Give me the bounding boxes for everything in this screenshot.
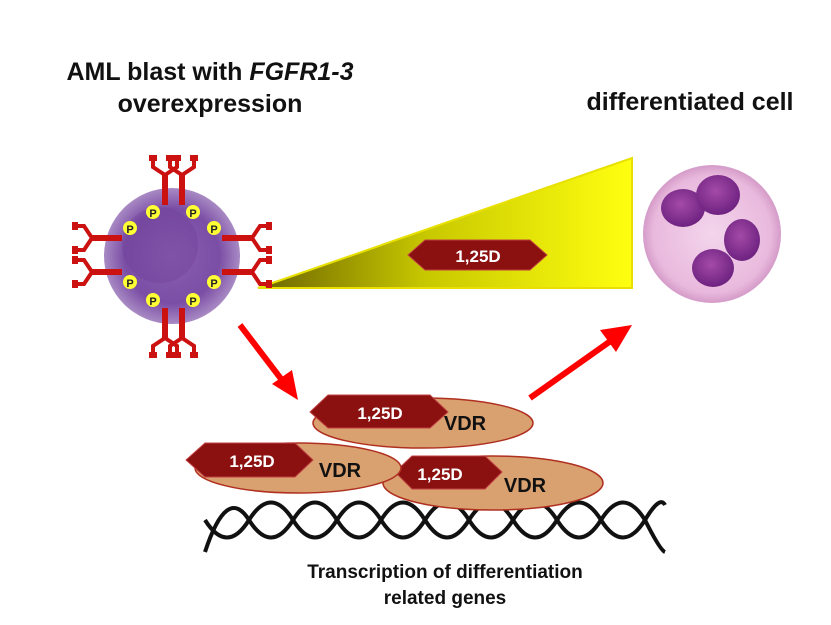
svg-text:P: P [210, 224, 217, 236]
caption-line2: related genes [383, 588, 507, 609]
phospho-tag-6: P [123, 275, 137, 290]
transcription-caption: Transcription of differentiation related… [255, 560, 635, 612]
vdr-complex-2: VDR 1,25D [185, 442, 402, 494]
svg-text:P: P [149, 296, 156, 308]
down-arrow [237, 323, 298, 400]
up-arrow [528, 325, 632, 401]
gradient-hormone-badge: 1,25D [407, 239, 548, 271]
svg-text:P: P [126, 278, 133, 290]
differentiated-cell-label: differentiated cell [586, 88, 794, 116]
aml-blast-label-prefix: AML blast with [66, 58, 250, 86]
phospho-tag-3: P [146, 293, 160, 308]
fgfr-gene-name: FGFR1-3 [249, 58, 354, 86]
phospho-tag-4: P [186, 293, 200, 308]
caption-line1: Transcription of differentiation [307, 562, 583, 583]
receptor-label: VDR [319, 460, 362, 482]
aml-blast-label: AML blast with FGFR1-3 overexpression [20, 56, 400, 120]
receptor-label: VDR [504, 475, 547, 497]
vdr-complex-1: VDR 1,25D [309, 394, 534, 449]
svg-text:P: P [126, 224, 133, 236]
svg-text:P: P [189, 208, 196, 220]
svg-text:P: P [189, 296, 196, 308]
aml-blast-cell: P P P P P P P P [70, 153, 274, 360]
dna-helix [203, 500, 667, 554]
svg-text:P: P [149, 208, 156, 220]
phospho-tag-1: P [146, 205, 160, 220]
phospho-tag-7: P [207, 221, 221, 236]
phospho-tag-5: P [123, 221, 137, 236]
receptor-label: VDR [444, 413, 487, 435]
aml-blast-label-line2: overexpression [117, 90, 303, 118]
hormone-label: 1,25D [417, 465, 462, 484]
phospho-tag-2: P [186, 205, 200, 220]
phospho-tag-8: P [207, 275, 221, 290]
gradient-hormone-label: 1,25D [455, 247, 500, 266]
vdr-complex-3: VDR 1,25D [382, 455, 604, 511]
hormone-label: 1,25D [357, 404, 402, 423]
hormone-label: 1,25D [229, 452, 274, 471]
differentiated-cell [643, 165, 781, 303]
svg-text:P: P [210, 278, 217, 290]
